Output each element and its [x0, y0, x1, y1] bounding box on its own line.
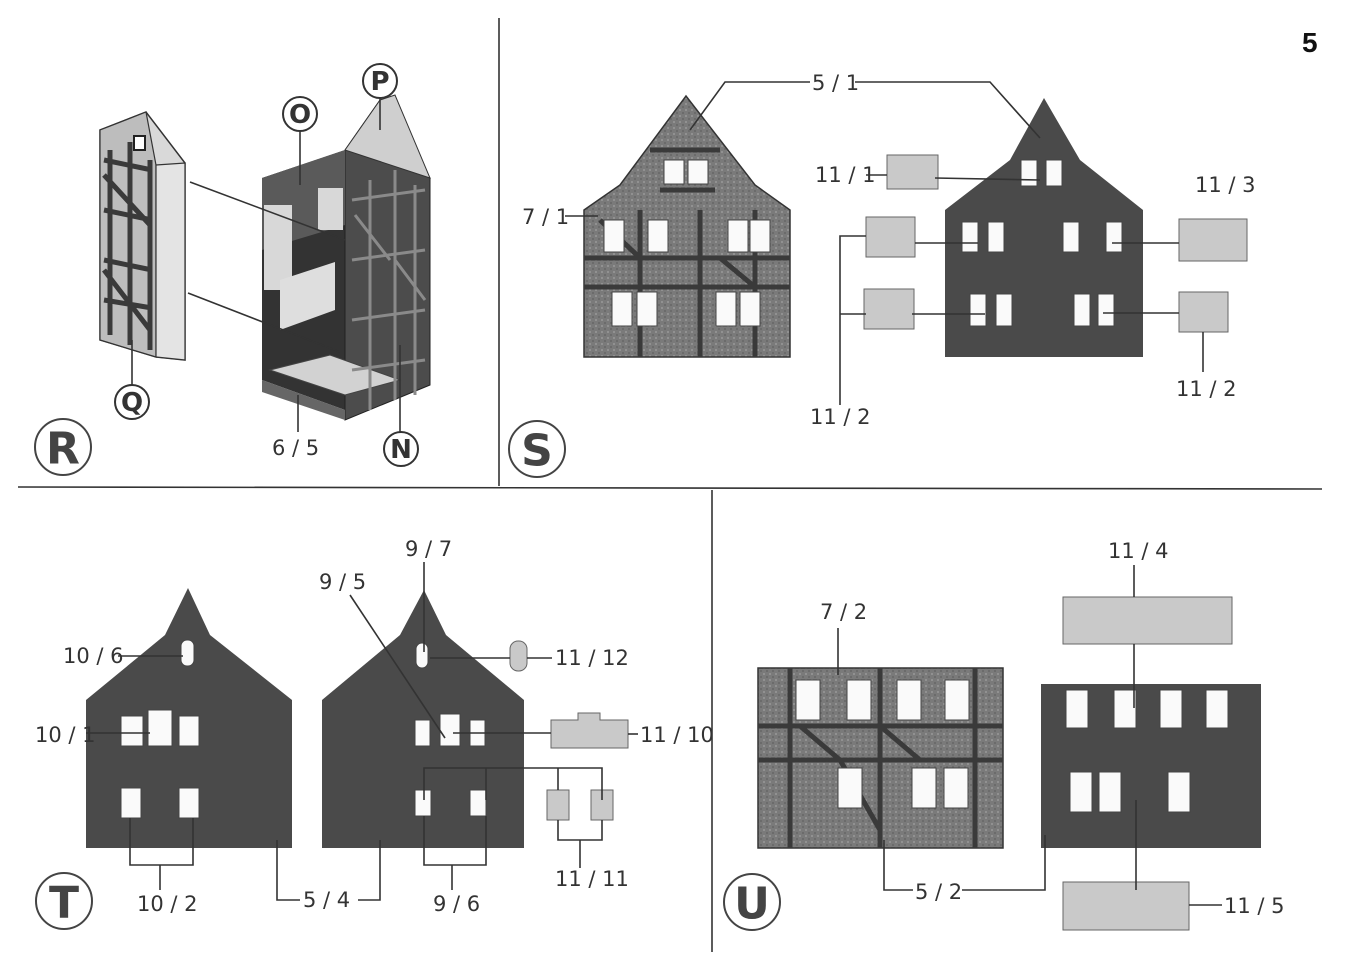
marker-p: P — [363, 64, 397, 98]
facade-7-1 — [584, 96, 790, 357]
facade-t-right — [322, 590, 524, 848]
label-6-5: 6 / 5 — [272, 436, 319, 460]
badge-r: R — [35, 419, 91, 475]
svg-text:N: N — [390, 435, 412, 465]
marker-o: O — [283, 97, 317, 131]
label-9-7: 9 / 7 — [405, 537, 452, 561]
panel-t: 9 / 7 9 / 5 10 / 6 11 / 12 10 / 1 11 / 1… — [35, 537, 714, 929]
badge-s: S — [509, 421, 565, 477]
film-11-3 — [1179, 219, 1247, 261]
film-11-5 — [1063, 882, 1189, 930]
label-9-5: 9 / 5 — [319, 570, 366, 594]
svg-text:R: R — [46, 424, 80, 475]
label-11-10: 11 / 10 — [640, 723, 714, 747]
svg-text:P: P — [370, 67, 389, 97]
label-5-4: 5 / 4 — [303, 888, 350, 912]
film-11-12 — [510, 641, 527, 671]
film-11-2a — [866, 217, 915, 257]
label-10-6: 10 / 6 — [63, 644, 124, 668]
film-11-2c — [1179, 292, 1228, 332]
svg-text:T: T — [49, 878, 79, 929]
label-11-2-left: 11 / 2 — [810, 405, 871, 429]
label-11-3: 11 / 3 — [1195, 173, 1256, 197]
label-11-11: 11 / 11 — [555, 867, 629, 891]
panel-r: O P Q N 6 / 5 R — [35, 64, 430, 475]
badge-u: U — [724, 874, 780, 930]
film-11-4 — [1063, 597, 1232, 644]
side-wall-q — [100, 112, 185, 360]
film-11-11a — [547, 790, 569, 820]
label-11-4: 11 / 4 — [1108, 539, 1169, 563]
label-5-2: 5 / 2 — [915, 880, 962, 904]
label-7-1: 7 / 1 — [522, 205, 569, 229]
divider-horizontal — [18, 487, 1322, 489]
label-5-1: 5 / 1 — [812, 71, 859, 95]
building-shell — [262, 95, 430, 420]
label-7-2: 7 / 2 — [820, 600, 867, 624]
svg-text:U: U — [734, 879, 770, 930]
svg-text:S: S — [521, 426, 553, 477]
facade-7-2 — [758, 668, 1003, 848]
label-11-12: 11 / 12 — [555, 646, 629, 670]
label-11-5: 11 / 5 — [1224, 894, 1285, 918]
panel-s: 5 / 1 7 / 1 11 / 1 11 / 3 11 / 2 11 / 2 … — [509, 71, 1256, 477]
label-10-1: 10 / 1 — [35, 723, 96, 747]
label-10-2: 10 / 2 — [137, 892, 198, 916]
page-number: 5 — [1302, 27, 1318, 58]
svg-text:Q: Q — [121, 388, 143, 418]
marker-n: N — [384, 432, 418, 466]
panel-u: 11 / 4 7 / 2 5 / 2 11 / 5 U — [724, 539, 1285, 930]
badge-t: T — [36, 873, 92, 929]
film-11-2b — [864, 289, 914, 329]
label-11-2-right: 11 / 2 — [1176, 377, 1237, 401]
facade-u-right — [1041, 684, 1261, 848]
film-11-10 — [551, 713, 628, 748]
facade-t-left — [86, 588, 292, 848]
facade-5-1 — [945, 98, 1143, 357]
marker-q: Q — [115, 385, 149, 419]
svg-text:O: O — [289, 100, 311, 130]
film-11-1 — [887, 155, 938, 189]
label-11-1: 11 / 1 — [815, 163, 876, 187]
label-9-6: 9 / 6 — [433, 892, 480, 916]
